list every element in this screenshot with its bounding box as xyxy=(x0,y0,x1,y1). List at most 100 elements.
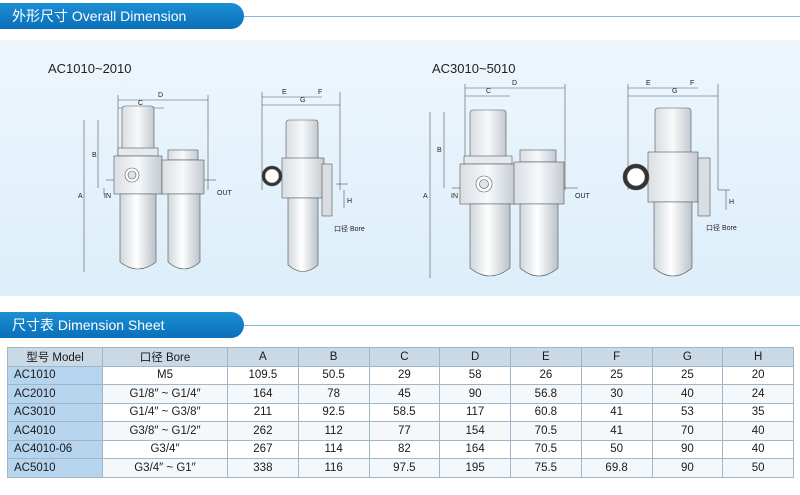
dimension-b-label: B xyxy=(437,147,442,154)
in-port-label: IN xyxy=(451,193,458,200)
dimension-e-label: E xyxy=(282,89,287,96)
dimension-cell: 70.5 xyxy=(510,439,582,459)
dimension-d-label: D xyxy=(158,92,163,99)
dimension-cell: 24 xyxy=(722,384,794,404)
dimension-cell: 90 xyxy=(439,384,511,404)
dimension-g-label: G xyxy=(672,88,677,95)
dimension-cell: 164 xyxy=(227,384,299,404)
dimension-cell: 40 xyxy=(722,421,794,441)
dimension-a-label: A xyxy=(423,193,428,200)
column-header-c: C xyxy=(368,347,441,367)
section-banner-overall-dimension: 外形尺寸 Overall Dimension xyxy=(0,3,244,29)
dimension-cell: 109.5 xyxy=(227,365,299,385)
dimension-cell: 60.8 xyxy=(510,402,582,422)
bore-cell: M5 xyxy=(102,365,228,385)
dimension-cell: 35 xyxy=(722,402,794,422)
section-banner-dimension-sheet: 尺寸表 Dimension Sheet xyxy=(0,312,244,338)
dimension-cell: 70.5 xyxy=(510,421,582,441)
dimension-cell: 50 xyxy=(722,458,794,478)
column-header-model: 型号 Model xyxy=(7,347,103,367)
divider xyxy=(244,325,800,326)
dimension-cell: 41 xyxy=(580,402,653,422)
dimension-cell: 69.8 xyxy=(580,458,653,478)
dimension-cell: 29 xyxy=(368,365,441,385)
table-header-row: 型号 Model 口径 Bore A B C D E F G H xyxy=(7,347,794,367)
dimension-cell: 75.5 xyxy=(510,458,582,478)
dimension-cell: 58 xyxy=(439,365,511,385)
dimension-e-label: E xyxy=(646,80,651,87)
dimension-cell: 77 xyxy=(368,421,441,441)
dimension-cell: 58.5 xyxy=(368,402,441,422)
dimension-cell: 114 xyxy=(297,439,370,459)
front-view-large xyxy=(429,84,578,278)
bore-cell: G3/8″ ~ G1/2″ xyxy=(102,421,228,441)
dimension-cell: 195 xyxy=(439,458,511,478)
dimension-cell: 117 xyxy=(439,402,511,422)
dimension-c-label: C xyxy=(486,88,491,95)
dimension-a-label: A xyxy=(78,193,83,200)
model-cell: AC4010-06 xyxy=(7,439,103,459)
dimension-cell: 56.8 xyxy=(510,384,582,404)
model-cell: AC4010 xyxy=(7,421,103,441)
dimension-cell: 70 xyxy=(651,421,724,441)
dimension-cell: 90 xyxy=(651,458,724,478)
bore-label: 口径 Bore xyxy=(334,224,365,233)
dimension-cell: 262 xyxy=(227,421,299,441)
dimension-cell: 97.5 xyxy=(368,458,441,478)
model-cell: AC1010 xyxy=(7,365,103,385)
dimension-cell: 41 xyxy=(580,421,653,441)
dimension-cell: 90 xyxy=(651,439,724,459)
dimension-cell: 50.5 xyxy=(297,365,370,385)
model-group-label: AC3010~5010 xyxy=(432,61,516,76)
in-port-label: IN xyxy=(104,193,111,200)
out-port-label: OUT xyxy=(575,193,591,200)
dimension-cell: 78 xyxy=(297,384,370,404)
side-view-large xyxy=(622,84,730,277)
dimension-f-label: F xyxy=(318,89,322,96)
dimension-cell: 211 xyxy=(227,402,299,422)
dimension-cell: 112 xyxy=(297,421,370,441)
column-header-f: F xyxy=(580,347,653,367)
dimension-cell: 20 xyxy=(722,365,794,385)
dimension-cell: 25 xyxy=(580,365,653,385)
dimension-cell: 338 xyxy=(227,458,299,478)
dimension-cell: 50 xyxy=(580,439,653,459)
front-view-small xyxy=(83,95,216,272)
bore-cell: G3/4″ ~ G1″ xyxy=(102,458,228,478)
dimension-cell: 82 xyxy=(368,439,441,459)
model-cell: AC2010 xyxy=(7,384,103,404)
model-cell: AC3010 xyxy=(7,402,103,422)
out-port-label: OUT xyxy=(217,190,233,197)
dimension-f-label: F xyxy=(690,80,694,87)
technical-drawing: D C A B IN OUT E F G H 口径 Bore xyxy=(78,80,737,278)
column-header-b: B xyxy=(297,347,370,367)
dimension-cell: 40 xyxy=(651,384,724,404)
dimension-h-label: H xyxy=(729,199,734,206)
dimension-cell: 267 xyxy=(227,439,299,459)
dimension-cell: 92.5 xyxy=(297,402,370,422)
dimension-cell: 26 xyxy=(510,365,582,385)
bore-label: 口径 Bore xyxy=(706,223,737,232)
dimension-g-label: G xyxy=(300,97,305,104)
dimension-b-label: B xyxy=(92,152,97,159)
dimension-cell: 25 xyxy=(651,365,724,385)
dimension-cell: 154 xyxy=(439,421,511,441)
dimension-drawing-panel: AC1010~2010 AC3010~5010 xyxy=(0,40,800,296)
dimension-c-label: C xyxy=(138,100,143,107)
dimension-h-label: H xyxy=(347,198,352,205)
section-title: 尺寸表 Dimension Sheet xyxy=(12,317,165,333)
dimension-cell: 116 xyxy=(297,458,370,478)
model-cell: AC5010 xyxy=(7,458,103,478)
divider xyxy=(244,16,800,17)
bore-cell: G1/4″ ~ G3/8″ xyxy=(102,402,228,422)
dimension-d-label: D xyxy=(512,80,517,87)
column-header-h: H xyxy=(722,347,794,367)
dimension-cell: 53 xyxy=(651,402,724,422)
